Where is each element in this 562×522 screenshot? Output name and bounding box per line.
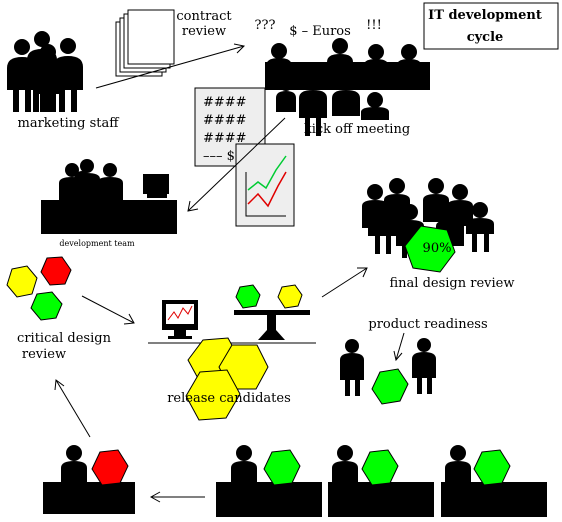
title-line-2: cycle xyxy=(467,30,504,45)
arrow-critical-to-release xyxy=(81,295,135,325)
bottom-team-1 xyxy=(43,445,135,514)
critical-yellow-hexagon xyxy=(6,265,38,298)
final-review-green-hexagon xyxy=(404,225,456,273)
product-readiness-figures xyxy=(340,338,436,396)
arrow-bottom-leftward xyxy=(149,491,205,503)
readiness-percent: 90% xyxy=(423,241,452,256)
arrow-release-to-final-review xyxy=(321,267,368,298)
critical-red-hexagon xyxy=(40,256,72,286)
title-box: IT development cycle xyxy=(423,2,559,50)
exclaim-label: !!! xyxy=(366,18,382,33)
release-station xyxy=(148,284,316,344)
release-candidates-label: release candidates xyxy=(167,391,291,406)
arrow-marketing-to-kickoff xyxy=(95,43,246,89)
critical-design-label-1: critical design xyxy=(17,331,112,346)
final-design-review-label: final design review xyxy=(390,276,515,291)
contract-review-label-1: contract xyxy=(176,9,232,24)
development-team-label: development team xyxy=(59,239,135,248)
arrow-product-readiness xyxy=(393,332,405,362)
marketing-staff-label: marketing staff xyxy=(18,116,121,131)
product-readiness-label: product readiness xyxy=(368,317,487,332)
marketing-staff-group xyxy=(7,31,83,112)
document-sheet: #### #### #### ––– $ xyxy=(194,87,266,167)
document-line-3: #### xyxy=(203,131,247,146)
contract-review-label-2: review xyxy=(182,24,226,39)
critical-green-hexagon xyxy=(30,291,63,321)
document-line-4: ––– $ xyxy=(203,149,235,164)
product-readiness-green-hexagon xyxy=(371,368,409,405)
chart-red-line xyxy=(247,171,287,208)
contract-papers xyxy=(115,9,175,77)
release-candidate-hexagons xyxy=(185,337,269,421)
kick-off-meeting-group xyxy=(265,38,430,136)
chart-sheet xyxy=(235,143,295,227)
money-label: $ – Euros xyxy=(289,24,351,39)
scale-green-hexagon xyxy=(235,284,261,309)
bottom-team-4 xyxy=(441,445,547,517)
bottom-team-2 xyxy=(216,445,322,517)
arrow-kickoff-to-devteam xyxy=(187,117,286,212)
bottom-team-3 xyxy=(328,445,434,517)
critical-design-label-2: review xyxy=(22,347,66,362)
questions-label: ??? xyxy=(255,18,276,33)
development-team-group xyxy=(41,159,177,234)
title-line-1: IT development xyxy=(428,8,542,23)
kick-off-meeting-label: kick off meeting xyxy=(304,122,410,137)
final-design-review-group xyxy=(362,178,494,258)
critical-review-hexagons xyxy=(6,256,72,321)
arrow-bottom-to-critical xyxy=(54,379,91,438)
chart-green-line xyxy=(247,155,287,191)
document-line-1: #### xyxy=(203,95,247,110)
document-line-2: #### xyxy=(203,113,247,128)
scale-yellow-hexagon xyxy=(277,284,303,309)
